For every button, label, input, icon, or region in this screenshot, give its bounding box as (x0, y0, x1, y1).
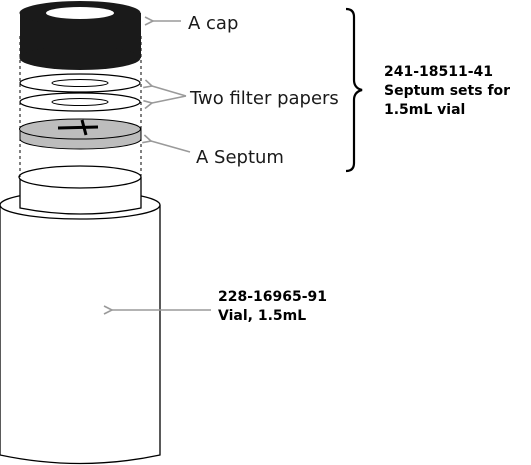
filter-paper-1 (19, 73, 141, 93)
septum-slit (57, 125, 99, 130)
septum-set-desc-1: Septum sets for (384, 83, 510, 99)
septum-set-part-number: 241-18511-41 (384, 64, 493, 80)
cap-opening (46, 7, 114, 19)
arrow-filter-2 (152, 95, 187, 103)
vial-body (0, 165, 161, 465)
label-cap: A cap (188, 13, 238, 34)
arrow-septum (151, 141, 191, 153)
septum (19, 118, 142, 150)
septum-slit-cross (80, 119, 88, 136)
arrow-filter-1 (152, 86, 187, 97)
label-septum: A Septum (196, 147, 284, 168)
septum-set-bracket (345, 7, 363, 173)
septum-set-desc-2: 1.5mL vial (384, 102, 465, 118)
cap (19, 1, 141, 70)
filter-paper-2 (19, 92, 141, 112)
label-filter-papers: Two filter papers (189, 88, 339, 109)
vial-desc: Vial, 1.5mL (218, 308, 306, 324)
vial-part-number: 228-16965-91 (218, 289, 327, 305)
